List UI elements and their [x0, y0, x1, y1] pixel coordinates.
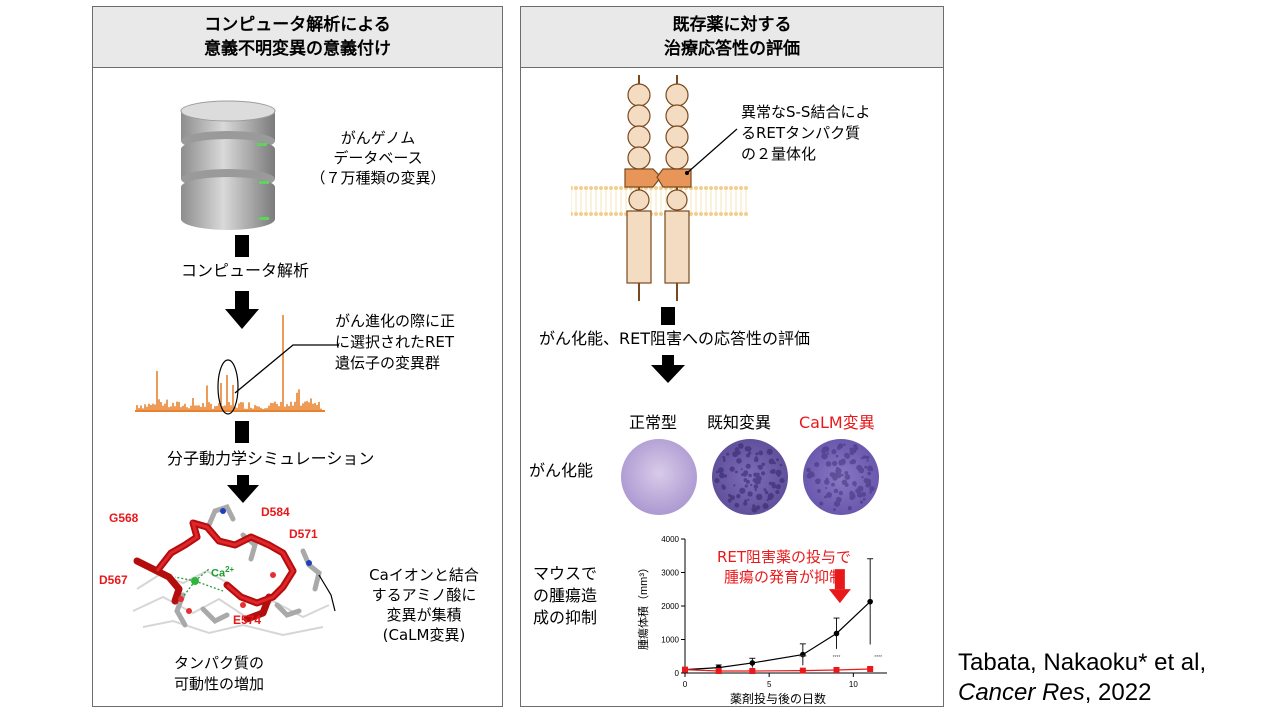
selected-line3: 遺伝子の変異群 — [335, 354, 441, 372]
database-icon — [180, 100, 276, 230]
x-tick-label: 10 — [849, 680, 858, 689]
significance-mark: **** — [874, 655, 882, 661]
mutation-spectrum — [135, 315, 325, 415]
residue-label-d584: D584 — [261, 505, 290, 519]
series-line-0 — [684, 601, 871, 671]
calm-description: Caイオンと結合 するアミノ酸に 変異が集積 (CaLM変異) — [347, 565, 501, 645]
selected-line2: に選択されたRET — [335, 333, 455, 351]
dimer-line2: るRETタンパク質 — [741, 124, 861, 142]
row-label-mouse: マウスで の腫瘍造 成の抑制 — [533, 563, 597, 629]
protein-mobility-label: タンパク質の 可動性の増加 — [139, 653, 299, 695]
data-point — [799, 667, 806, 674]
dimerization-label: 異常なS-S結合によ るRETタンパク質 の２量体化 — [741, 102, 870, 165]
calcium-ion-label: Ca2+ — [211, 565, 235, 580]
y-tick-label: 0 — [675, 669, 680, 678]
residue-label-d567: D567 — [99, 573, 128, 587]
protein-structure-image — [132, 503, 336, 637]
red-arrow-icon — [834, 569, 845, 590]
data-point — [867, 598, 873, 605]
right-title-line2: 治療応答性の評価 — [664, 39, 800, 59]
significance-mark: **** — [799, 655, 807, 661]
dimer-line3: の２量体化 — [741, 145, 817, 163]
step2-label: 分子動力学シミュレーション — [167, 449, 375, 468]
flow-stem-2 — [235, 421, 249, 443]
row2-line3: 成の抑制 — [533, 608, 598, 627]
calm-line3: 変異が集積 — [386, 606, 462, 624]
left-title-line1: コンピュータ解析による — [204, 15, 391, 35]
left-title-line2: 意義不明変異の意義付け — [204, 39, 391, 59]
focus-assay-wells — [621, 439, 879, 515]
residue-label-e574: E574 — [233, 613, 262, 627]
x-tick-label: 5 — [767, 680, 772, 689]
row-label-transformation: がん化能 — [529, 461, 594, 480]
x-tick-label: 0 — [683, 680, 688, 689]
citation-journal: Cancer Res — [958, 679, 1085, 706]
data-point — [833, 630, 840, 637]
citation: Tabata, Nakaoku* et al, Cancer Res, 2022 — [958, 648, 1206, 708]
right-panel: 既存薬に対する 治療応答性の評価 異常なS-S結合によ るRETタンパク質 の２… — [520, 6, 944, 707]
residue-label-g568: G568 — [109, 511, 139, 525]
citation-year: , 2022 — [1084, 679, 1152, 706]
significance-mark: **** — [833, 655, 841, 661]
red-arrow-head-icon — [828, 589, 851, 604]
evaluation-label: がん化能、RET阻害への応答性の評価 — [539, 329, 811, 348]
y-tick-label: 3000 — [661, 569, 679, 578]
db-line2: データベース — [333, 149, 423, 167]
y-axis-label: 腫瘍体積（mm³） — [636, 562, 650, 650]
selected-line1: がん進化の際に正 — [335, 312, 456, 330]
selected-mutations-label: がん進化の際に正 に選択されたRET 遺伝子の変異群 — [335, 311, 455, 374]
calm-line2: するアミノ酸に — [371, 586, 477, 604]
data-point — [833, 666, 840, 673]
data-point — [867, 665, 874, 672]
dimer-callout-line — [685, 128, 738, 175]
data-point — [800, 651, 806, 658]
flow-stem-1 — [235, 235, 249, 257]
db-label: がんゲノム データベース （７万種類の変異） — [289, 128, 467, 188]
data-point — [715, 667, 722, 674]
residue-label-d571: D571 — [289, 527, 318, 541]
flow-stem-3 — [661, 307, 675, 325]
col-label-wildtype: 正常型 — [629, 413, 678, 432]
dimer-line1: 異常なS-S結合によ — [741, 103, 871, 121]
data-point — [749, 660, 756, 666]
down-arrow-icon — [227, 475, 259, 503]
citation-journal-line: Cancer Res, 2022 — [958, 678, 1206, 708]
calm-line4: (CaLM変異) — [382, 626, 466, 644]
protein-line1: タンパク質の — [173, 654, 264, 672]
row2-line1: マウスで — [533, 564, 598, 583]
y-tick-label: 4000 — [661, 535, 679, 544]
y-tick-label: 1000 — [661, 636, 679, 645]
step1-label: コンピュータ解析 — [181, 261, 310, 280]
db-line1: がんゲノム — [340, 129, 416, 147]
right-title-line1: 既存薬に対する — [672, 15, 792, 35]
data-point — [749, 667, 756, 674]
col-label-calm: CaLM変異 — [799, 413, 875, 432]
tumor-volume-chart: 0 1000 2000 3000 4000 0 5 10 薬剤投与後の日数 腫瘍体積（mm³） **… — [636, 535, 887, 705]
col-label-known: 既知変異 — [707, 413, 772, 432]
down-arrow-icon — [225, 291, 259, 329]
db-line3: （７万種類の変異） — [310, 169, 446, 187]
left-panel: コンピュータ解析による 意義不明変異の意義付け がんゲノム データベース （７万… — [92, 6, 503, 707]
left-panel-header: コンピュータ解析による 意義不明変異の意義付け — [93, 7, 502, 68]
protein-line2: 可動性の増加 — [173, 675, 264, 693]
row2-line2: の腫瘍造 — [533, 586, 598, 605]
right-panel-header: 既存薬に対する 治療応答性の評価 — [521, 7, 943, 68]
down-arrow-icon — [651, 355, 685, 383]
data-point — [682, 666, 688, 673]
y-tick-label: 2000 — [661, 602, 679, 611]
annotation-line2: 腫瘍の発育が抑制 — [723, 568, 844, 586]
ret-dimer-membrane-diagram — [571, 75, 748, 301]
citation-authors: Tabata, Nakaoku* et al, — [958, 649, 1207, 676]
callout-line — [234, 344, 339, 394]
series-line-1 — [684, 668, 871, 672]
x-axis-label: 薬剤投与後の日数 — [730, 691, 826, 705]
inhibition-annotation: RET阻害薬の投与で 腫瘍の発育が抑制 — [689, 547, 879, 587]
annotation-line1: RET阻害薬の投与で — [716, 548, 852, 566]
calm-line1: Caイオンと結合 — [369, 566, 479, 584]
